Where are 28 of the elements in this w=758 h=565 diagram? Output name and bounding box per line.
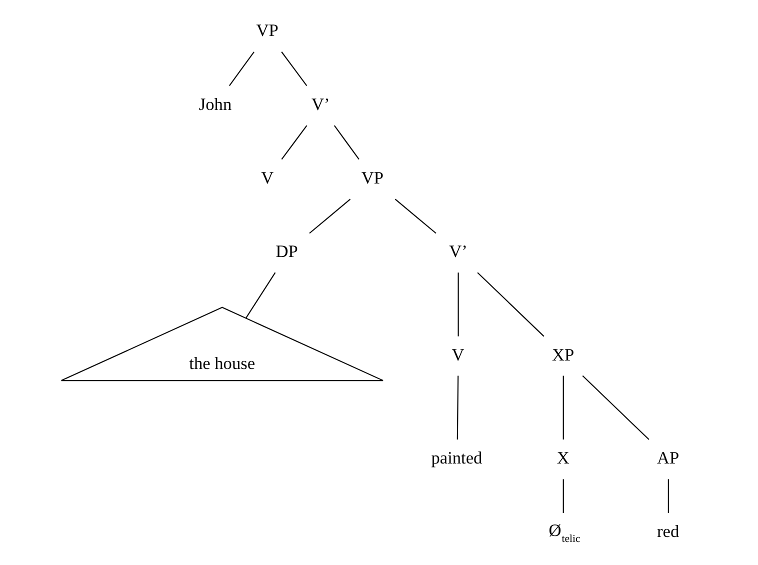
connector [562,376,564,440]
node-text: Ø$_{telic}$ [548,521,580,546]
node-text: XP [551,345,574,364]
connector [457,272,458,336]
node-text: John [198,94,232,114]
node-text: VP [360,168,384,188]
connector [280,125,307,160]
connector [562,479,564,513]
node-text: VP [256,21,278,40]
node-text: X [556,448,569,468]
connector [667,479,668,513]
connector [228,52,254,86]
connector [582,375,649,440]
connector [333,125,359,160]
connector [476,272,544,337]
node-text: red [656,522,679,542]
node-text: AP [656,448,679,468]
node-text: painted [430,448,482,468]
node-text: DP [275,242,298,262]
connector [308,198,350,234]
node-text: V [451,345,464,364]
node-text: V’ [448,242,467,262]
connector [456,376,458,440]
connector [394,198,436,234]
connector [280,52,307,86]
connector [245,272,276,318]
node-text: V’ [311,94,330,114]
node-text: V [260,168,274,188]
